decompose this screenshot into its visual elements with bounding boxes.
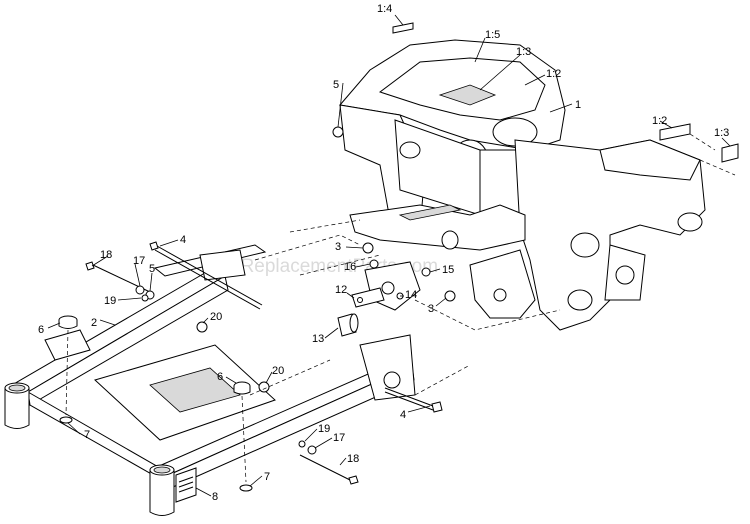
callout-1-3-upper: 1:3 bbox=[516, 46, 531, 58]
callout-20-lower: 20 bbox=[272, 365, 284, 377]
callout-1: 1 bbox=[575, 99, 581, 111]
callout-5-lower: 5 bbox=[149, 263, 155, 275]
nut-part-20-upper bbox=[196, 321, 208, 333]
callout-19-upper: 19 bbox=[104, 295, 116, 307]
washer-part-7-left bbox=[59, 416, 73, 424]
callout-1-2-upper: 1:2 bbox=[546, 68, 561, 80]
decal-part-8 bbox=[175, 467, 197, 503]
decal-1-3-loose bbox=[721, 143, 739, 163]
spacer-part-17-lower bbox=[307, 445, 317, 455]
callout-13: 13 bbox=[312, 333, 324, 345]
lower-frame-part-2 bbox=[10, 244, 416, 492]
callout-6-right: 6 bbox=[217, 371, 223, 383]
nut-part-5-upper bbox=[332, 126, 344, 138]
callout-1-2-lower: 1:2 bbox=[652, 115, 667, 127]
callout-3-upper: 3 bbox=[335, 241, 341, 253]
callout-17-upper: 17 bbox=[133, 255, 145, 267]
callout-20-upper: 20 bbox=[210, 311, 222, 323]
nut-part-3-upper bbox=[362, 242, 374, 254]
callout-1-5: 1:5 bbox=[485, 29, 500, 41]
callout-7-right: 7 bbox=[264, 471, 270, 483]
callout-4-lower: 4 bbox=[400, 409, 406, 421]
callout-2: 2 bbox=[91, 317, 97, 329]
bolt-part-18-lower bbox=[299, 454, 359, 485]
plate-part-12 bbox=[351, 287, 385, 308]
main-frame-part-1 bbox=[339, 39, 706, 331]
callout-8: 8 bbox=[212, 491, 218, 503]
bolt-part-4-upper bbox=[149, 241, 263, 310]
assembly-dash-lines bbox=[65, 133, 736, 483]
leader-lines bbox=[47, 14, 731, 497]
nut-part-20-lower bbox=[258, 381, 270, 393]
callout-1-4: 1:4 bbox=[377, 3, 392, 15]
callout-12: 12 bbox=[335, 284, 347, 296]
callout-18-upper: 18 bbox=[100, 249, 112, 261]
decal-1-4 bbox=[392, 22, 414, 34]
callout-7-left: 7 bbox=[84, 429, 90, 441]
washer-part-19-lower bbox=[298, 440, 306, 448]
bumper-part-6-right bbox=[233, 381, 251, 395]
callout-15: 15 bbox=[442, 264, 454, 276]
callout-19-lower: 19 bbox=[318, 423, 330, 435]
spacer-part-17-upper bbox=[135, 285, 145, 295]
washer-part-7-right bbox=[239, 484, 253, 492]
callout-4-upper: 4 bbox=[180, 234, 186, 246]
callout-18-lower: 18 bbox=[347, 453, 359, 465]
front-right-tube-end bbox=[149, 464, 175, 516]
callout-5-upper: 5 bbox=[333, 79, 339, 91]
callout-3-lower: 3 bbox=[428, 303, 434, 315]
callout-6-left: 6 bbox=[38, 324, 44, 336]
callout-1-3-lower: 1:3 bbox=[714, 127, 729, 139]
callout-14: 14 bbox=[405, 289, 417, 301]
nut-part-3-lower bbox=[444, 290, 456, 302]
callout-17-lower: 17 bbox=[333, 432, 345, 444]
bumper-part-6-left bbox=[58, 315, 78, 329]
washer-part-19-upper bbox=[141, 294, 149, 302]
front-left-tube-end bbox=[4, 382, 30, 429]
bushing-part-13 bbox=[337, 313, 359, 337]
callout-16: 16 bbox=[344, 261, 356, 273]
callout-labels: 1:4 1:5 1:3 1:2 1 5 1:2 1:3 4 18 17 5 19… bbox=[38, 3, 729, 503]
bolt-part-16 bbox=[369, 259, 379, 269]
bolt-part-15 bbox=[421, 267, 431, 277]
